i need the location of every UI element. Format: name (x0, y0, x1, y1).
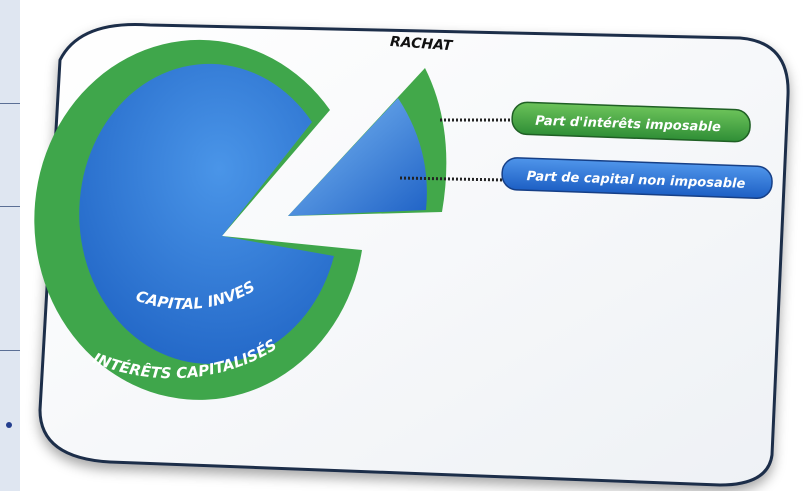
side-panel (0, 0, 20, 491)
interest-tag-label: Part d'intérêts imposable (535, 114, 721, 135)
side-divider (0, 350, 20, 351)
connector-capital (399, 176, 506, 182)
side-divider (0, 103, 20, 104)
rachat-slice (288, 68, 447, 216)
interest-tag (511, 101, 751, 143)
pie-main (34, 39, 362, 400)
diagram-title: RACHAT (390, 34, 455, 54)
side-divider (0, 206, 20, 207)
bullet-dot (6, 422, 12, 428)
capital-core (79, 63, 335, 364)
slice-blue-part (288, 98, 427, 216)
capital-tag (501, 157, 773, 199)
